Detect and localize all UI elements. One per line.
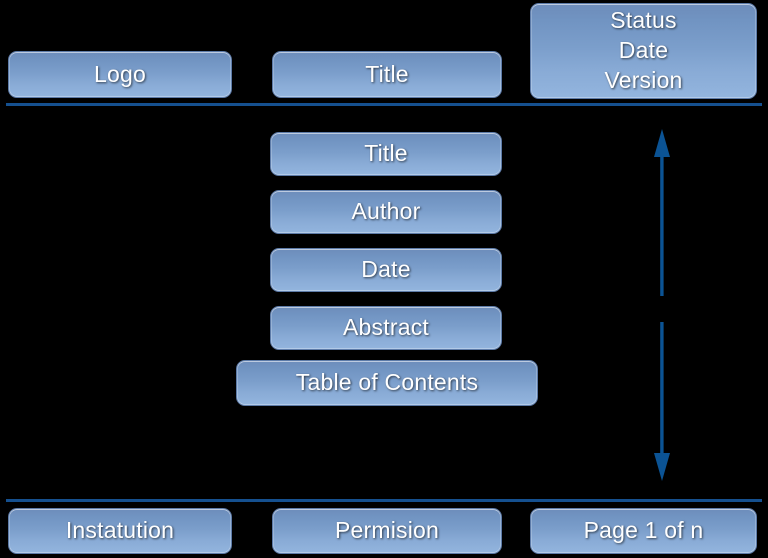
footer-band: Instatution Permision Page 1 of n [0,500,768,558]
header-meta-label: Status Date Version [604,7,683,93]
content-block-abstract[interactable]: Abstract [270,306,502,350]
content-block-label: Author [351,198,421,225]
content-block-author[interactable]: Author [270,190,502,234]
header-title-box[interactable]: Title [272,51,502,98]
content-block-title[interactable]: Title [270,132,502,176]
content-block-label: Abstract [343,314,429,341]
footer-page-number-box[interactable]: Page 1 of n [530,508,757,554]
content-block-label: Date [361,256,411,283]
header-logo-label: Logo [94,60,146,87]
content-block-date[interactable]: Date [270,248,502,292]
footer-divider-rule [6,499,762,502]
content-block-label: Table of Contents [295,369,479,396]
header-meta-box[interactable]: Status Date Version [530,3,757,99]
header-logo-box[interactable]: Logo [8,51,232,98]
footer-page-number-label: Page 1 of n [583,517,704,544]
footer-permission-box[interactable]: Permision [272,508,502,554]
content-block-label: Title [364,140,408,167]
footer-institution-label: Instatution [65,517,175,544]
content-block-table-of-contents[interactable]: Table of Contents [236,360,538,406]
content-height-arrow [640,126,684,484]
footer-permission-label: Permision [334,517,440,544]
footer-institution-box[interactable]: Instatution [8,508,232,554]
content-band: Title Author Date Abstract Table of Cont… [0,104,768,500]
header-band: Logo Title Status Date Version [0,0,768,104]
content-height-arrow-glyph [654,129,670,481]
header-divider-rule [6,103,762,106]
header-title-label: Title [365,60,409,87]
